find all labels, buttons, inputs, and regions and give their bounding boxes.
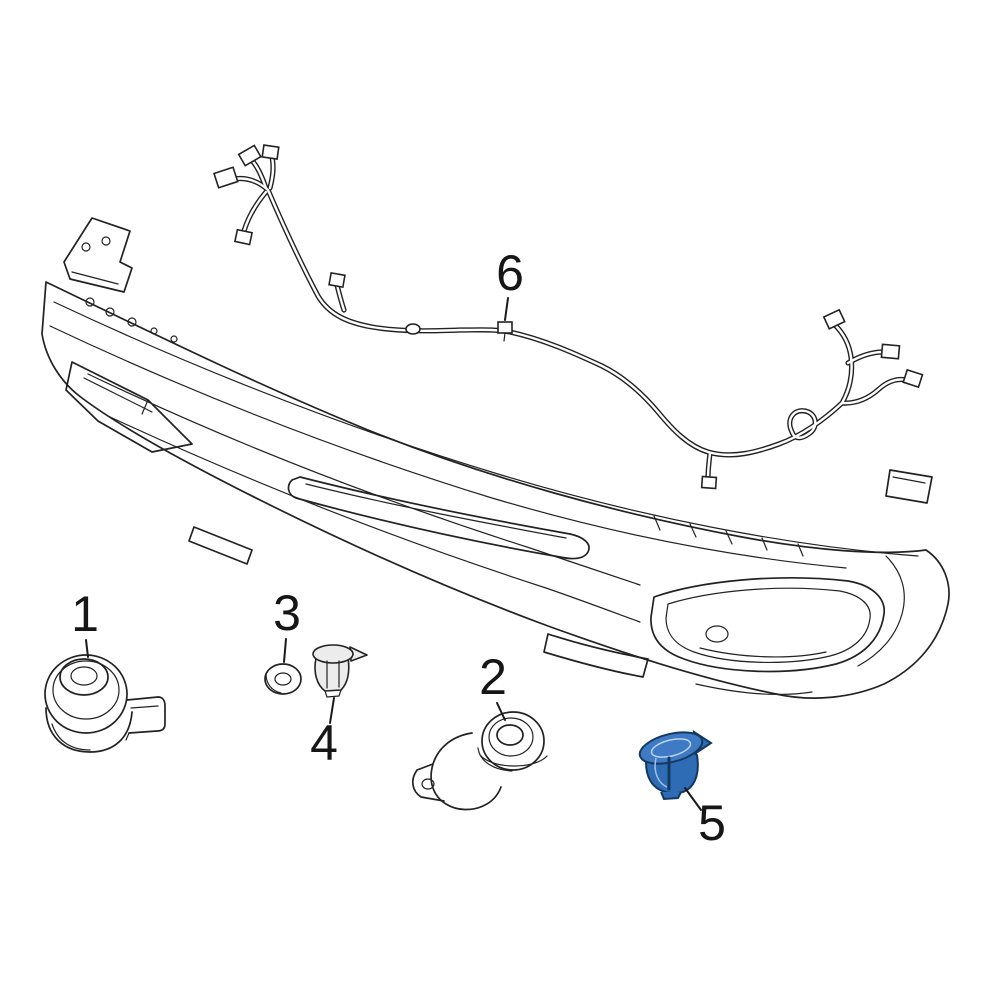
callout-2-leader	[496, 702, 506, 721]
part-retainer-clip	[312, 644, 368, 698]
callout-4: 4	[310, 697, 338, 771]
callouts: 1 2 3 4 5 6	[71, 245, 726, 851]
harness-connector-icon	[237, 144, 262, 167]
part-sensor-with-bracket	[411, 711, 548, 811]
callout-6-leader	[504, 297, 509, 321]
callout-1: 1	[71, 586, 99, 658]
wiring-harness	[213, 144, 924, 490]
part-highlighted-clip	[638, 730, 713, 801]
harness-grommet-icon	[405, 323, 421, 335]
harness-connector-icon	[213, 166, 239, 189]
callout-3: 3	[273, 585, 301, 663]
harness-connector-icon	[328, 271, 346, 289]
part-parking-sensor	[44, 654, 166, 753]
harness-connector-icon	[902, 368, 924, 389]
callout-5-leader	[684, 787, 702, 811]
harness-connector-icon	[822, 308, 846, 330]
callout-5-label: 5	[698, 795, 726, 851]
callout-3-label: 3	[273, 585, 301, 641]
callout-3-leader	[283, 638, 287, 663]
callout-1-label: 1	[71, 586, 99, 642]
harness-clip-icon	[497, 321, 513, 334]
callout-4-leader	[329, 697, 335, 724]
callout-6-label: 6	[496, 245, 524, 301]
harness-connector-icon	[261, 144, 280, 160]
part-washer	[264, 663, 302, 695]
callout-5: 5	[684, 787, 726, 851]
callout-2: 2	[479, 649, 507, 721]
callout-4-label: 4	[310, 715, 338, 771]
harness-connector-icon	[700, 475, 718, 490]
callout-6: 6	[496, 245, 524, 321]
harness-connector-icon	[880, 343, 901, 360]
front-bumper	[41, 217, 950, 699]
callout-1-leader	[85, 639, 89, 658]
harness-connector-icon	[233, 228, 254, 246]
callout-2-label: 2	[479, 649, 507, 705]
